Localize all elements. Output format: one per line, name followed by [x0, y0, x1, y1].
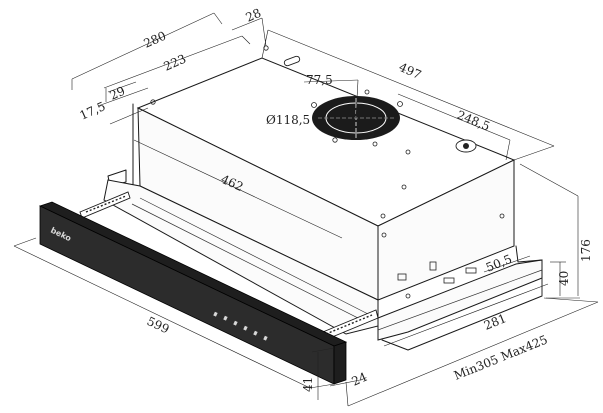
left-strut [107, 103, 134, 189]
dim-281: 281 [482, 311, 508, 333]
dim-248-5: 248,5 [455, 108, 492, 134]
cable-gland [455, 139, 477, 153]
control-buttons [213, 311, 268, 341]
dim-diameter: Ø118,5 [266, 113, 310, 127]
dim-17-5: 17,5 [78, 99, 108, 123]
dim-280: 280 [142, 29, 169, 51]
dim-176: 176 [579, 239, 593, 262]
dim-29: 29 [108, 84, 128, 103]
dim-497: 497 [397, 60, 424, 82]
dim-77-5: 77,5 [306, 73, 333, 87]
top-holes [150, 45, 411, 219]
dim-223: 223 [162, 52, 189, 74]
dim-24: 24 [350, 370, 370, 389]
dim-41: 41 [301, 377, 315, 392]
dim-599: 599 [145, 314, 172, 336]
hood-body [136, 57, 516, 301]
dim-28: 28 [244, 6, 264, 25]
dim-extension: Min305 Max425 [452, 332, 550, 382]
dimension-lines [13, 12, 599, 407]
dim-40: 40 [557, 271, 571, 286]
extendable-tray [79, 179, 543, 351]
